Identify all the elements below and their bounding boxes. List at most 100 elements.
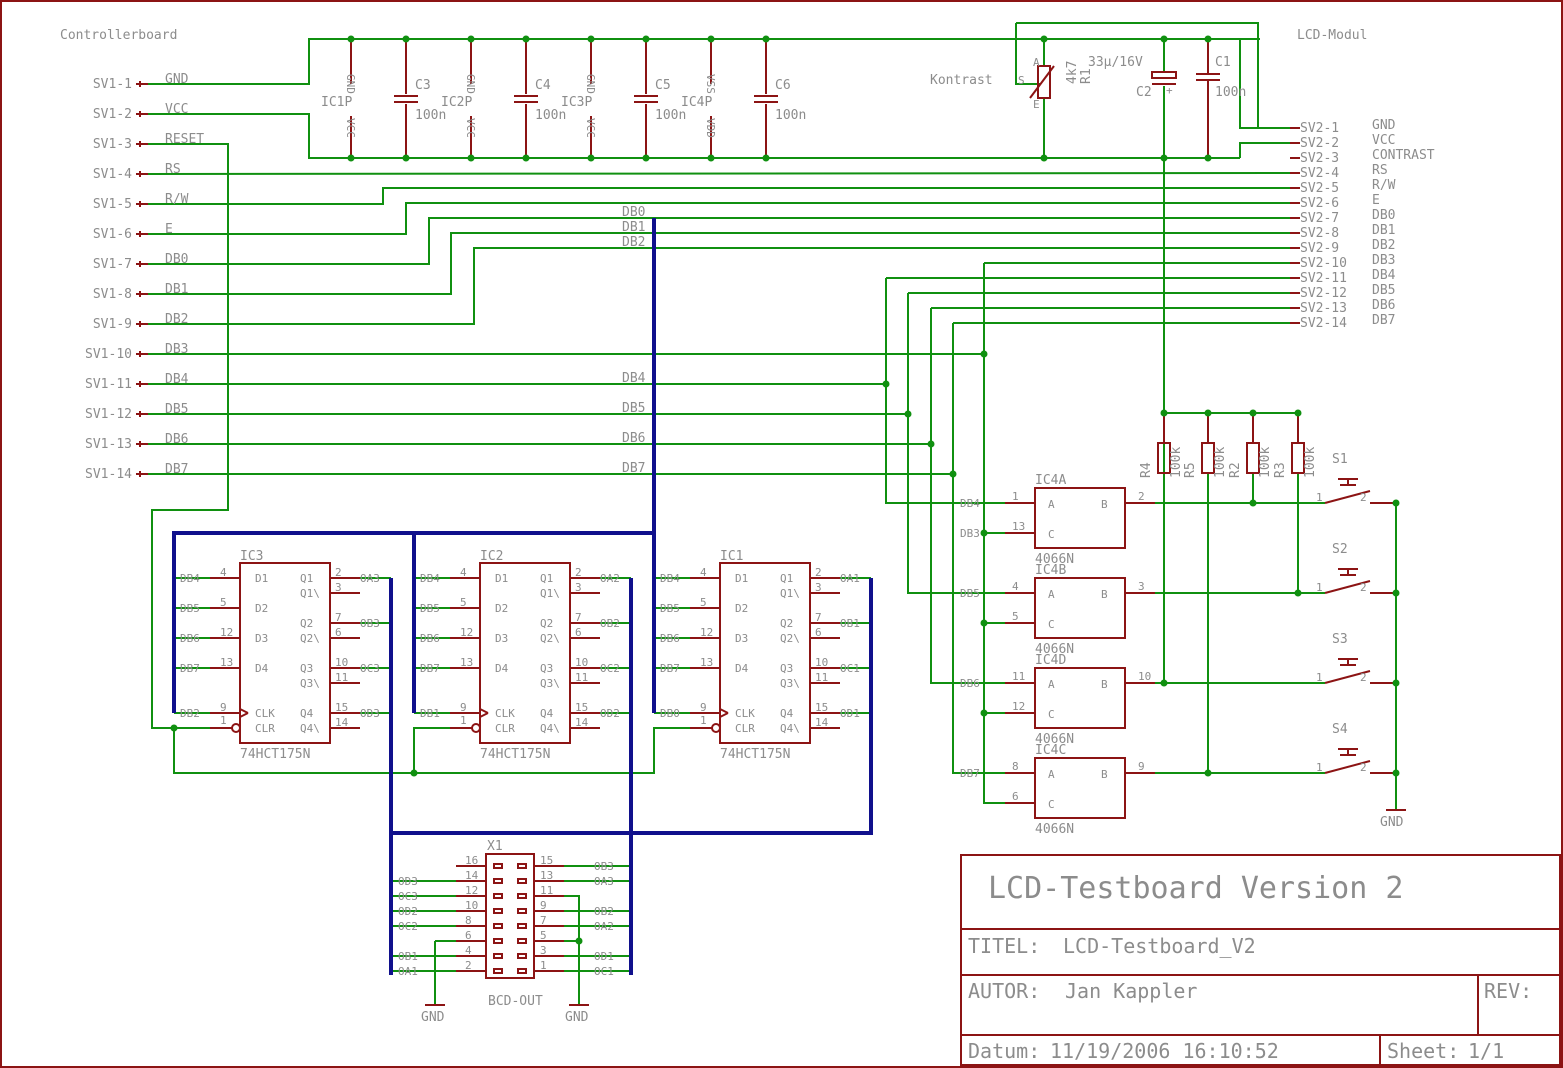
- latch-type: 74HCT175N: [480, 747, 550, 762]
- pullup-name: R5: [1183, 462, 1198, 478]
- gate-pin-a: A: [1048, 768, 1055, 781]
- junction-dot: [1294, 589, 1302, 597]
- sv1-pin-name: SV1-5: [93, 197, 132, 212]
- pullup-name: R3: [1273, 462, 1288, 478]
- junction-dot: [402, 35, 410, 43]
- junction-dot: [347, 35, 355, 43]
- x1-11: [564, 895, 580, 941]
- button-contact: [1324, 580, 1371, 594]
- latch-q-num: 6: [815, 626, 822, 639]
- latch-q-num: 14: [815, 716, 829, 729]
- c2-value: 33µ/16V: [1088, 55, 1143, 70]
- latch-in-num: 12: [460, 626, 473, 639]
- latch-d-pin: D2: [495, 602, 508, 615]
- connector-right-signal: OA3: [594, 875, 614, 888]
- latch-in-signal: DB5: [660, 602, 680, 615]
- gate-pin-b: B: [1101, 588, 1108, 601]
- latch-q-num: 7: [335, 611, 342, 624]
- junction-dot: [410, 769, 418, 777]
- connector-pad: [517, 863, 527, 869]
- latch-q-pin: Q2\: [300, 632, 320, 645]
- latch-out-signal: OD1: [840, 707, 860, 720]
- latch-name: IC2: [480, 549, 503, 564]
- latch-d-pin: D2: [735, 602, 748, 615]
- connector-left-num: 6: [465, 929, 472, 942]
- junction-dot: [1160, 409, 1168, 417]
- connector-left-num: 4: [465, 944, 472, 957]
- power-pin-name: VDD: [704, 118, 717, 138]
- pullup-body: [1201, 442, 1215, 474]
- clk-triangle: [719, 708, 729, 714]
- sv2-signal-label: DB0: [1372, 208, 1395, 223]
- latch-q-pin: Q1: [540, 572, 553, 585]
- connector-right-signal: OC1: [594, 965, 614, 978]
- junction-dot: [467, 154, 475, 162]
- gate-a-num: 4: [1012, 580, 1019, 593]
- latch-in-signal: DB2: [180, 707, 200, 720]
- connector-left-num: 14: [465, 869, 479, 882]
- gate-a-num: 8: [1012, 760, 1019, 773]
- connector-right-num: 15: [540, 854, 553, 867]
- bus-label-mid: DB6: [622, 431, 645, 446]
- gate-type: 4066N: [1035, 552, 1074, 567]
- latch-out-signal: OD2: [600, 707, 620, 720]
- bus-label-top: DB1: [622, 220, 645, 235]
- pullup-body: [1246, 442, 1260, 474]
- latch-in-num: 13: [460, 656, 473, 669]
- connector-pad: [493, 878, 503, 884]
- latch-q-num: 3: [575, 581, 582, 594]
- latch-q-num: 10: [815, 656, 828, 669]
- junction-dot: [904, 410, 912, 418]
- button-pin: 1: [1316, 491, 1323, 504]
- sheet-label: Sheet:: [1387, 1039, 1459, 1063]
- button-contact: [1324, 760, 1371, 774]
- gnd-to-sv2: [1239, 39, 1290, 129]
- junction-dot: [1204, 769, 1212, 777]
- latch-q-pin: Q2: [540, 617, 553, 630]
- button-pin: 1: [1316, 671, 1323, 684]
- power-pin-name: VCC: [464, 118, 477, 138]
- junction-dot: [980, 619, 988, 627]
- connector-left-num: 12: [465, 884, 478, 897]
- junction-dot: [762, 35, 770, 43]
- latch-q-pin: Q3: [300, 662, 313, 675]
- latch-in-num: 5: [460, 596, 467, 609]
- gnd-rail: [148, 38, 1260, 85]
- latch-q-num: 15: [815, 701, 828, 714]
- latch-q-pin: Q1\: [540, 587, 560, 600]
- gate-type: 4066N: [1035, 642, 1074, 657]
- latch-clr: CLR: [735, 722, 755, 735]
- latch-out-signal: OC1: [840, 662, 860, 675]
- sv1-pin-name: SV1-6: [93, 227, 132, 242]
- latch-q-pin: Q4: [540, 707, 554, 720]
- sv1-signal-label: DB0: [165, 252, 188, 267]
- pullup-name: R2: [1228, 462, 1243, 478]
- latch-in-num: 13: [700, 656, 713, 669]
- sv1-pin-name: SV1-1: [93, 77, 132, 92]
- clr-ic2: [413, 727, 450, 773]
- sv2-pin-name: SV2-12: [1300, 286, 1347, 301]
- latch-in-num: 12: [700, 626, 713, 639]
- c1-value: 100n: [1215, 85, 1246, 100]
- latch-clk: CLK: [255, 707, 275, 720]
- sv2-signal-label: DB1: [1372, 223, 1395, 238]
- latch-in-signal: DB4: [660, 572, 680, 585]
- gate-name: IC4B: [1035, 563, 1066, 578]
- latch-q-pin: Q1: [780, 572, 793, 585]
- latch-out-signal: OB2: [600, 617, 620, 630]
- junction-dot: [522, 35, 530, 43]
- latch-q-pin: Q3: [540, 662, 553, 675]
- power-pin-name: GND: [584, 74, 597, 94]
- latch-q-pin: Q2: [780, 617, 793, 630]
- reset-wire: [148, 143, 232, 729]
- latch-q-pin: Q3\: [780, 677, 800, 690]
- signal-wire: [148, 232, 1290, 295]
- sv1-signal-label: VCC: [165, 102, 188, 117]
- power-pin-name: VCC: [344, 118, 357, 138]
- gate-pin-b: B: [1101, 498, 1108, 511]
- sv2-pin-name: SV2-10: [1300, 256, 1347, 271]
- latch-d-pin: D3: [255, 632, 268, 645]
- sv1-signal-label: GND: [165, 72, 189, 87]
